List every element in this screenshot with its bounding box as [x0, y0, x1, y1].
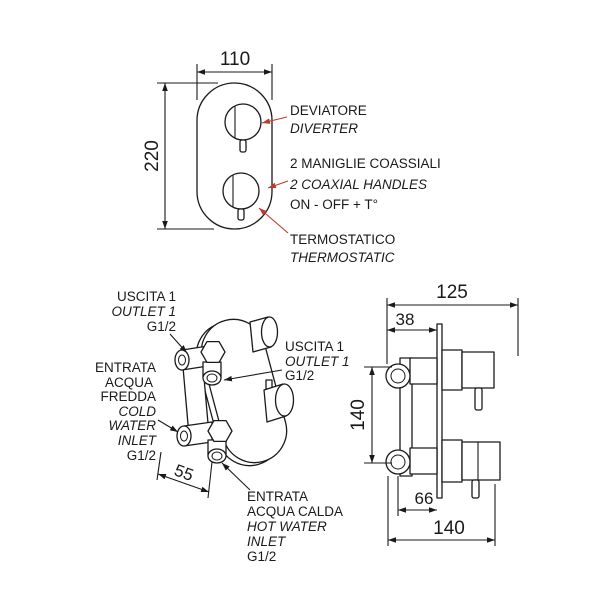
side-cover-plate — [436, 323, 443, 499]
cold-inlet-label-en-1: COLD — [118, 404, 156, 419]
outlet-right-leader — [223, 369, 283, 382]
side-upper-knob-stem — [474, 387, 483, 411]
outlet-right-thread: G1/2 — [285, 368, 314, 383]
cold-inlet-thread: G1/2 — [127, 448, 156, 463]
iso-lower-left-port-bore — [180, 430, 188, 442]
side-view: 125 38 140 66 140 — [348, 282, 519, 546]
iso-upper-hex-nut — [200, 340, 226, 364]
hot-inlet-label-it-1: ENTRATA — [247, 489, 308, 504]
iso-connection-extension-right — [207, 461, 213, 499]
cold-inlet-label-en-3: INLET — [118, 433, 158, 448]
iso-lower-inlet-bore — [211, 451, 223, 461]
hot-inlet-label-it-2: ACQUA CALDA — [247, 504, 343, 519]
side-plate-offset-value: 38 — [396, 310, 415, 329]
diverter-knob — [224, 103, 262, 141]
side-upper-knob — [461, 351, 495, 389]
diverter-label-it: DEVIATORE — [290, 103, 367, 118]
iso-connection-extension-left — [156, 451, 162, 481]
diverter-knob-stem — [239, 139, 247, 153]
hot-inlet-thread: G1/2 — [247, 549, 276, 564]
iso-connection-dimension-line — [157, 473, 210, 493]
hot-inlet-label-en-1: HOT WATER — [247, 519, 327, 534]
iso-upper-outlet-bore — [206, 373, 218, 383]
handles-callout-arrow — [267, 180, 289, 189]
iso-view: 55 USCITA 1 OUTLET 1 G1/2 ENTRATA ACQUA … — [95, 289, 350, 564]
handles-function-label: ON - OFF + T° — [290, 197, 378, 212]
hot-inlet-label-en-2: INLET — [247, 534, 287, 549]
side-upper-knob-base — [441, 349, 463, 391]
side-upper-connector — [409, 357, 438, 385]
cold-inlet-leader — [157, 419, 179, 433]
outlet-right-label-en: OUTLET 1 — [285, 354, 350, 369]
side-depth-value: 125 — [436, 282, 468, 303]
outlet-left-leader — [169, 333, 188, 354]
cold-inlet-label-it-3: FREDDA — [100, 389, 156, 404]
side-upper-port-bore — [390, 368, 406, 384]
iso-upper-left-port-bore — [178, 354, 186, 366]
cold-inlet-label-it-2: ACQUA — [105, 375, 153, 390]
thermostatic-knob — [222, 172, 260, 210]
side-lower-knob — [461, 441, 501, 481]
handles-label-it: 2 MANIGLIE COASSIALI — [290, 156, 441, 171]
outlet-left-label-it: USCITA 1 — [117, 289, 176, 304]
iso-lower-hex-nut — [207, 419, 233, 443]
side-lower-connector — [409, 447, 438, 475]
side-inlet-spacing-value: 140 — [348, 399, 369, 431]
iso-connection-value: 55 — [172, 461, 196, 485]
diverter-label-en: DIVERTER — [290, 121, 358, 136]
side-lower-knob-stem — [471, 479, 480, 499]
cold-inlet-label-it-1: ENTRATA — [95, 360, 156, 375]
cold-inlet-label-en-2: WATER — [108, 418, 156, 433]
side-body-depth-value: 66 — [415, 489, 434, 508]
thermostatic-callout-arrow — [258, 207, 289, 234]
outlet-left-label-en: OUTLET 1 — [111, 304, 176, 319]
outlet-right-label-it: USCITA 1 — [285, 339, 344, 354]
outlet-left-thread: G1/2 — [147, 319, 176, 334]
hot-inlet-leader — [221, 462, 251, 491]
side-bottom-width-value: 140 — [433, 518, 465, 539]
front-width-value: 110 — [220, 49, 250, 70]
iso-upper-knob-cap — [260, 316, 279, 348]
front-height-value: 220 — [142, 140, 163, 172]
diverter-callout-arrow — [261, 116, 288, 124]
side-lower-port-bore — [390, 454, 406, 470]
front-view: 110 220 DEVIATORE DIVERTER 2 MANIGLIE CO… — [142, 49, 441, 265]
side-lower-knob-base — [441, 439, 463, 483]
thermostatic-label-it: TERMOSTATICO — [290, 232, 395, 247]
thermostatic-knob-stem — [237, 208, 245, 221]
thermostatic-label-en: THERMOSTATIC — [290, 250, 395, 265]
handles-label-en: 2 COAXIAL HANDLES — [289, 177, 427, 192]
iso-lower-knob-cap — [274, 383, 295, 417]
